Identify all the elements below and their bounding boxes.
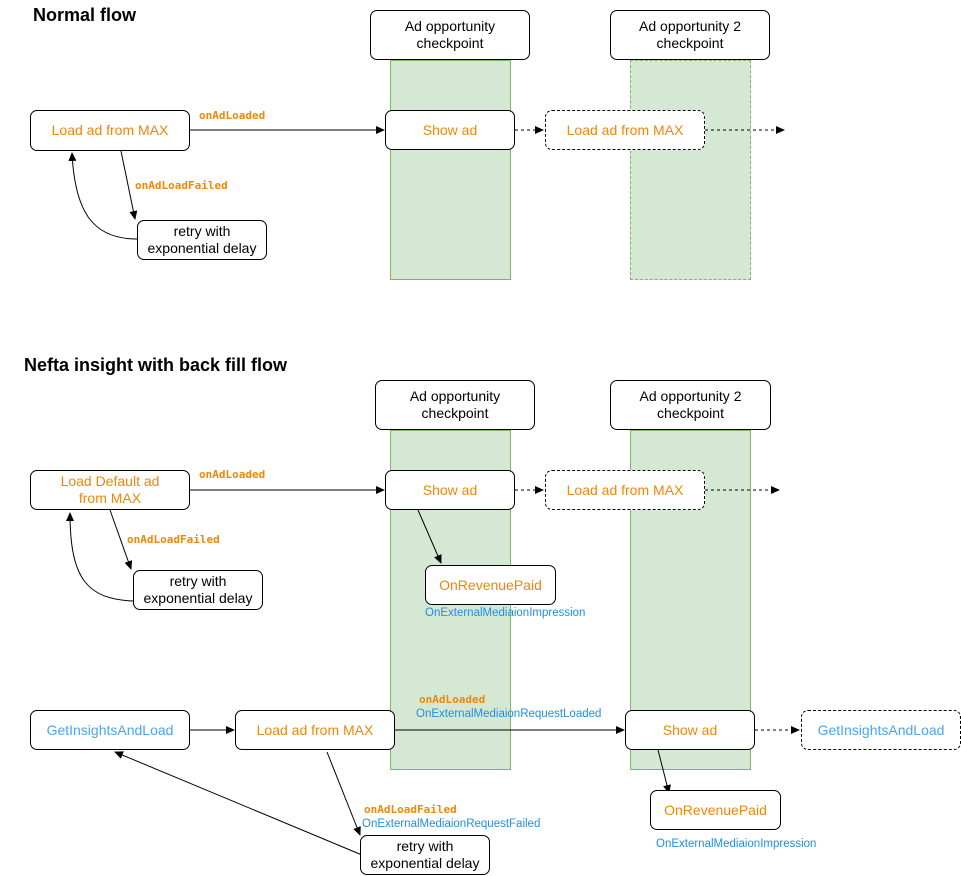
show-ad-2-box: Show ad [625,710,755,750]
load-ad-label: Load ad from MAX [51,122,169,138]
on-revenue-paid-label-1: OnRevenuePaid [439,576,542,593]
get-insights-next-label: GetInsightsAndLoad [817,721,945,738]
retry-box: retry with exponential delay [137,220,267,260]
external-impression-label-2: OnExternalMediaionImpression [656,838,817,850]
show-ad-box: Show ad [385,110,515,150]
get-insights-label: GetInsightsAndLoad [46,721,174,738]
edge-retry2-to-insights [114,751,363,856]
edge-load-fail-retry-2 [326,751,361,836]
checkpoint-box-2: Ad opportunity 2 checkpoint [610,10,770,60]
edge-show-to-revenue [417,509,442,564]
on-ad-load-failed-label-2: onAdLoadFailed [364,803,457,816]
checkpoint-label-4: Ad opportunity 2 checkpoint [639,388,742,421]
on-ad-loaded-label-2: onAdLoaded [419,693,486,706]
load-ad-box: Load ad from MAX [30,110,190,151]
on-ad-load-failed-default-label: onAdLoadFailed [127,533,220,546]
external-request-loaded-label: OnExternalMediaionRequestLoaded [416,708,602,720]
checkpoint-label-1: Ad opportunity checkpoint [404,18,496,51]
checkpoint-box-1: Ad opportunity checkpoint [370,10,530,60]
checkpoint-band-2 [630,60,751,280]
edge-default-fail-retry [109,509,133,570]
edge-retry-back [68,152,138,240]
load-ad-max-label: Load ad from MAX [256,721,374,738]
checkpoint-label-3: Ad opportunity checkpoint [409,388,501,421]
load-default-box: Load Default ad from MAX [30,470,190,510]
retry-default-label: retry with exponential delay [143,573,253,606]
edge-retry-back-2 [66,512,134,602]
show-ad-default-label: Show ad [422,481,478,498]
checkpoint-label-2: Ad opportunity 2 checkpoint [639,18,741,51]
show-ad-2-label: Show ad [662,721,718,738]
load-ad-max-box: Load ad from MAX [235,710,395,750]
get-insights-next-box: GetInsightsAndLoad [801,710,961,750]
on-ad-loaded-default-label: onAdLoaded [199,468,266,481]
edge-show2-to-revenue [657,749,671,794]
retry-box-2: retry with exponential delay [360,835,490,875]
nefta-flow-title: Nefta insight with back fill flow [24,355,288,375]
load-ad-next-box: Load ad from MAX [545,110,705,150]
external-impression-label-1: OnExternalMediaionImpression [425,607,586,619]
on-revenue-paid-label-2: OnRevenuePaid [664,801,767,818]
retry-box-default: retry with exponential delay [133,570,263,610]
get-insights-box: GetInsightsAndLoad [30,710,190,750]
checkpoint-box-3: Ad opportunity checkpoint [375,380,535,430]
checkpoint-box-4: Ad opportunity 2 checkpoint [610,380,771,430]
load-ad-next-label: Load ad from MAX [566,121,684,138]
external-request-failed-label: OnExternalMediaionRequestFailed [362,818,541,830]
load-ad-next-label-2: Load ad from MAX [566,481,684,498]
load-ad-next-box-2: Load ad from MAX [545,470,705,510]
on-revenue-paid-box-2: OnRevenuePaid [650,790,781,830]
load-default-label: Load Default ad from MAX [60,473,160,506]
on-revenue-paid-box-1: OnRevenuePaid [425,565,556,605]
retry-2-label: retry with exponential delay [370,838,480,871]
edge-load-fail-retry [120,150,138,220]
show-ad-label: Show ad [422,121,478,138]
show-ad-default-box: Show ad [385,470,515,510]
normal-flow-title: Normal flow [33,5,137,25]
on-ad-load-failed-label: onAdLoadFailed [135,179,228,192]
retry-label: retry with exponential delay [147,223,257,256]
on-ad-loaded-label: onAdLoaded [199,109,266,122]
checkpoint-band-1 [390,60,511,280]
